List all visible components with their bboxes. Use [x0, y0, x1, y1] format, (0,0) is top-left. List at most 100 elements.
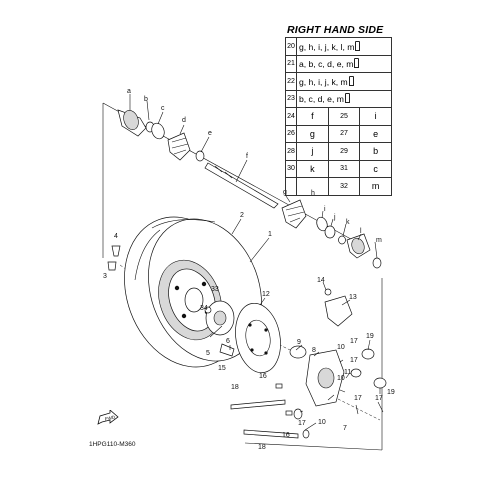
callout-7: 7: [343, 425, 347, 432]
brake-disc: [235, 302, 281, 374]
leader-lines: [129, 94, 384, 431]
forward-arrow-icon: FWD: [97, 410, 119, 425]
callout-3: 3: [103, 273, 107, 280]
grease-bottle-icon: [354, 58, 360, 69]
callout-34: 34: [200, 305, 208, 312]
legend-row-number: 20: [285, 37, 297, 56]
callout-10c: 10: [318, 419, 326, 426]
callout-e: e: [208, 130, 212, 137]
callout-18a: 18: [231, 384, 239, 391]
grease-bottle-icon: [344, 93, 350, 104]
callout-m: m: [376, 237, 382, 244]
callout-19a: 19: [366, 333, 374, 340]
legend-cell-letter: b: [359, 142, 392, 161]
callout-17a: 17: [350, 338, 358, 345]
legend-row-number: 23: [285, 89, 297, 108]
callout-12: 12: [262, 291, 270, 298]
callout-i: i: [324, 206, 326, 213]
callout-33: 33: [211, 286, 219, 293]
legend-cell-letter: g: [296, 124, 329, 143]
callout-6: 6: [226, 338, 230, 345]
legend-cell-number: 30: [285, 159, 297, 178]
legend-cell-number: 31: [327, 159, 361, 178]
callout-13: 13: [349, 294, 357, 301]
callout-4: 4: [114, 233, 118, 240]
callout-16a: 16: [259, 373, 267, 380]
legend-cell-number: 28: [285, 142, 297, 161]
drive-shaft-right-parts: [281, 199, 382, 269]
callout-17c: 17: [298, 420, 306, 427]
legend-row-letters: b, c, d, e, m: [299, 94, 344, 105]
callout-b: b: [144, 96, 148, 103]
bottom-frame-line: [244, 442, 383, 451]
diagram-code: 1HPG110-M360: [89, 441, 136, 448]
callout-10b: 10: [337, 375, 345, 382]
callout-15: 15: [218, 365, 226, 372]
callout-19b: 19: [387, 389, 395, 396]
drive-shaft-left-parts: [117, 109, 279, 209]
legend-row-contents: a, b, c, d, e, m: [296, 54, 392, 73]
legend-row-number: 21: [285, 54, 297, 73]
callout-16b: 16: [282, 432, 290, 439]
callout-f: f: [246, 153, 248, 160]
grease-bottle-icon: [355, 40, 361, 51]
legend-cell-letter: m: [359, 177, 392, 196]
legend-cell-letter: f: [296, 107, 329, 126]
callout-9: 9: [297, 339, 301, 346]
callout-a: a: [127, 88, 131, 95]
callout-1: 1: [268, 231, 272, 238]
legend-cell-number: 25: [327, 107, 361, 126]
grease-bottle-icon: [348, 75, 354, 86]
legend-cell-number: 26: [285, 124, 297, 143]
legend-row-contents: b, c, d, e, m: [296, 89, 392, 108]
legend-cell-number: 27: [327, 124, 361, 143]
legend-row-letters: g, h, i, j, k, m: [299, 76, 348, 87]
callout-j: j: [333, 214, 336, 221]
legend-row-letters: g, h, i, j, k, l, m: [299, 41, 355, 52]
bolts: [107, 245, 299, 439]
callout-14: 14: [317, 277, 325, 284]
callout-l: l: [360, 228, 362, 235]
callout-d: d: [182, 117, 186, 124]
fwd-label: FWD: [104, 414, 116, 421]
legend-title: RIGHT HAND SIDE: [287, 24, 384, 36]
tire-wheel: [124, 216, 262, 368]
callout-10a: 10: [337, 344, 345, 351]
legend-cell-letter: j: [296, 142, 329, 161]
callout-11: 11: [344, 369, 351, 376]
legend-cell-number: 29: [327, 142, 361, 161]
legend-cell-letter: [296, 177, 329, 196]
legend-cell-number: 24: [285, 107, 297, 126]
callout-8: 8: [312, 347, 316, 354]
legend-row-number: 22: [285, 72, 297, 91]
legend-cell-letter: i: [359, 107, 392, 126]
callout-k: k: [346, 219, 350, 226]
legend-row-contents: g, h, i, j, k, m: [296, 72, 392, 91]
legend-cell-number: [285, 177, 297, 196]
callout-c: c: [161, 105, 165, 112]
legend-cell-letter: k: [296, 159, 329, 178]
callout-18b: 18: [258, 444, 266, 451]
wheel-hub: [204, 300, 235, 357]
callout-17b: 17: [350, 357, 358, 364]
knuckle-caliper: [289, 288, 387, 439]
legend-cell-number: 32: [327, 177, 361, 196]
legend-row-contents: g, h, i, j, k, l, m: [296, 37, 392, 56]
callout-17e: 17: [375, 395, 383, 402]
callout-2: 2: [240, 212, 244, 219]
legend-cell-letter: c: [359, 159, 392, 178]
legend-row-letters: a, b, c, d, e, m: [299, 59, 354, 70]
